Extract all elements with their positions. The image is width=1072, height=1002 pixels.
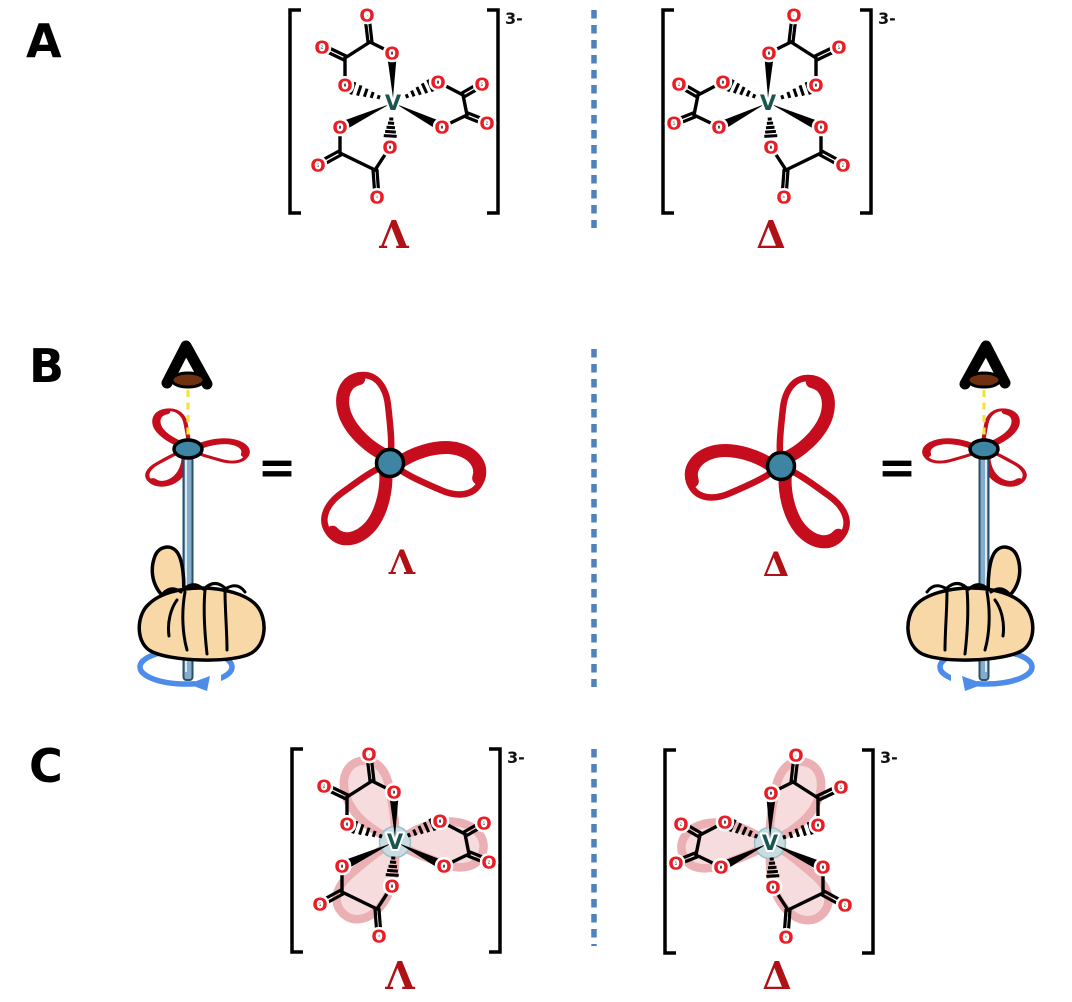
charge-superscript: 3- xyxy=(878,9,896,28)
charge-superscript: 3- xyxy=(505,9,523,28)
panel-b-label: B xyxy=(29,339,64,393)
equals-sign-left: = xyxy=(258,440,297,494)
molecule-lambda-a xyxy=(290,6,498,214)
propeller-delta xyxy=(682,374,856,555)
charge-superscript: 3- xyxy=(880,748,898,767)
charge-superscript: 3- xyxy=(507,748,525,767)
delta-label-c: Δ xyxy=(762,953,791,998)
left-pinwheel-assembly xyxy=(139,346,264,695)
panel-c-label: C xyxy=(29,739,63,793)
propeller-lambda xyxy=(315,371,489,552)
right-pinwheel-assembly xyxy=(908,346,1033,695)
delta-label-b: Δ xyxy=(763,545,789,585)
molecule-delta-c xyxy=(665,746,873,954)
delta-label-a: Δ xyxy=(756,212,785,257)
molecule-delta-a xyxy=(663,6,871,214)
panel-a-label: A xyxy=(26,14,62,68)
lambda-label-a: Λ xyxy=(378,212,409,257)
lambda-label-b: Λ xyxy=(388,543,416,583)
lambda-label-c: Λ xyxy=(384,953,415,998)
equals-sign-right: = xyxy=(878,440,917,494)
molecule-lambda-c xyxy=(292,745,500,953)
